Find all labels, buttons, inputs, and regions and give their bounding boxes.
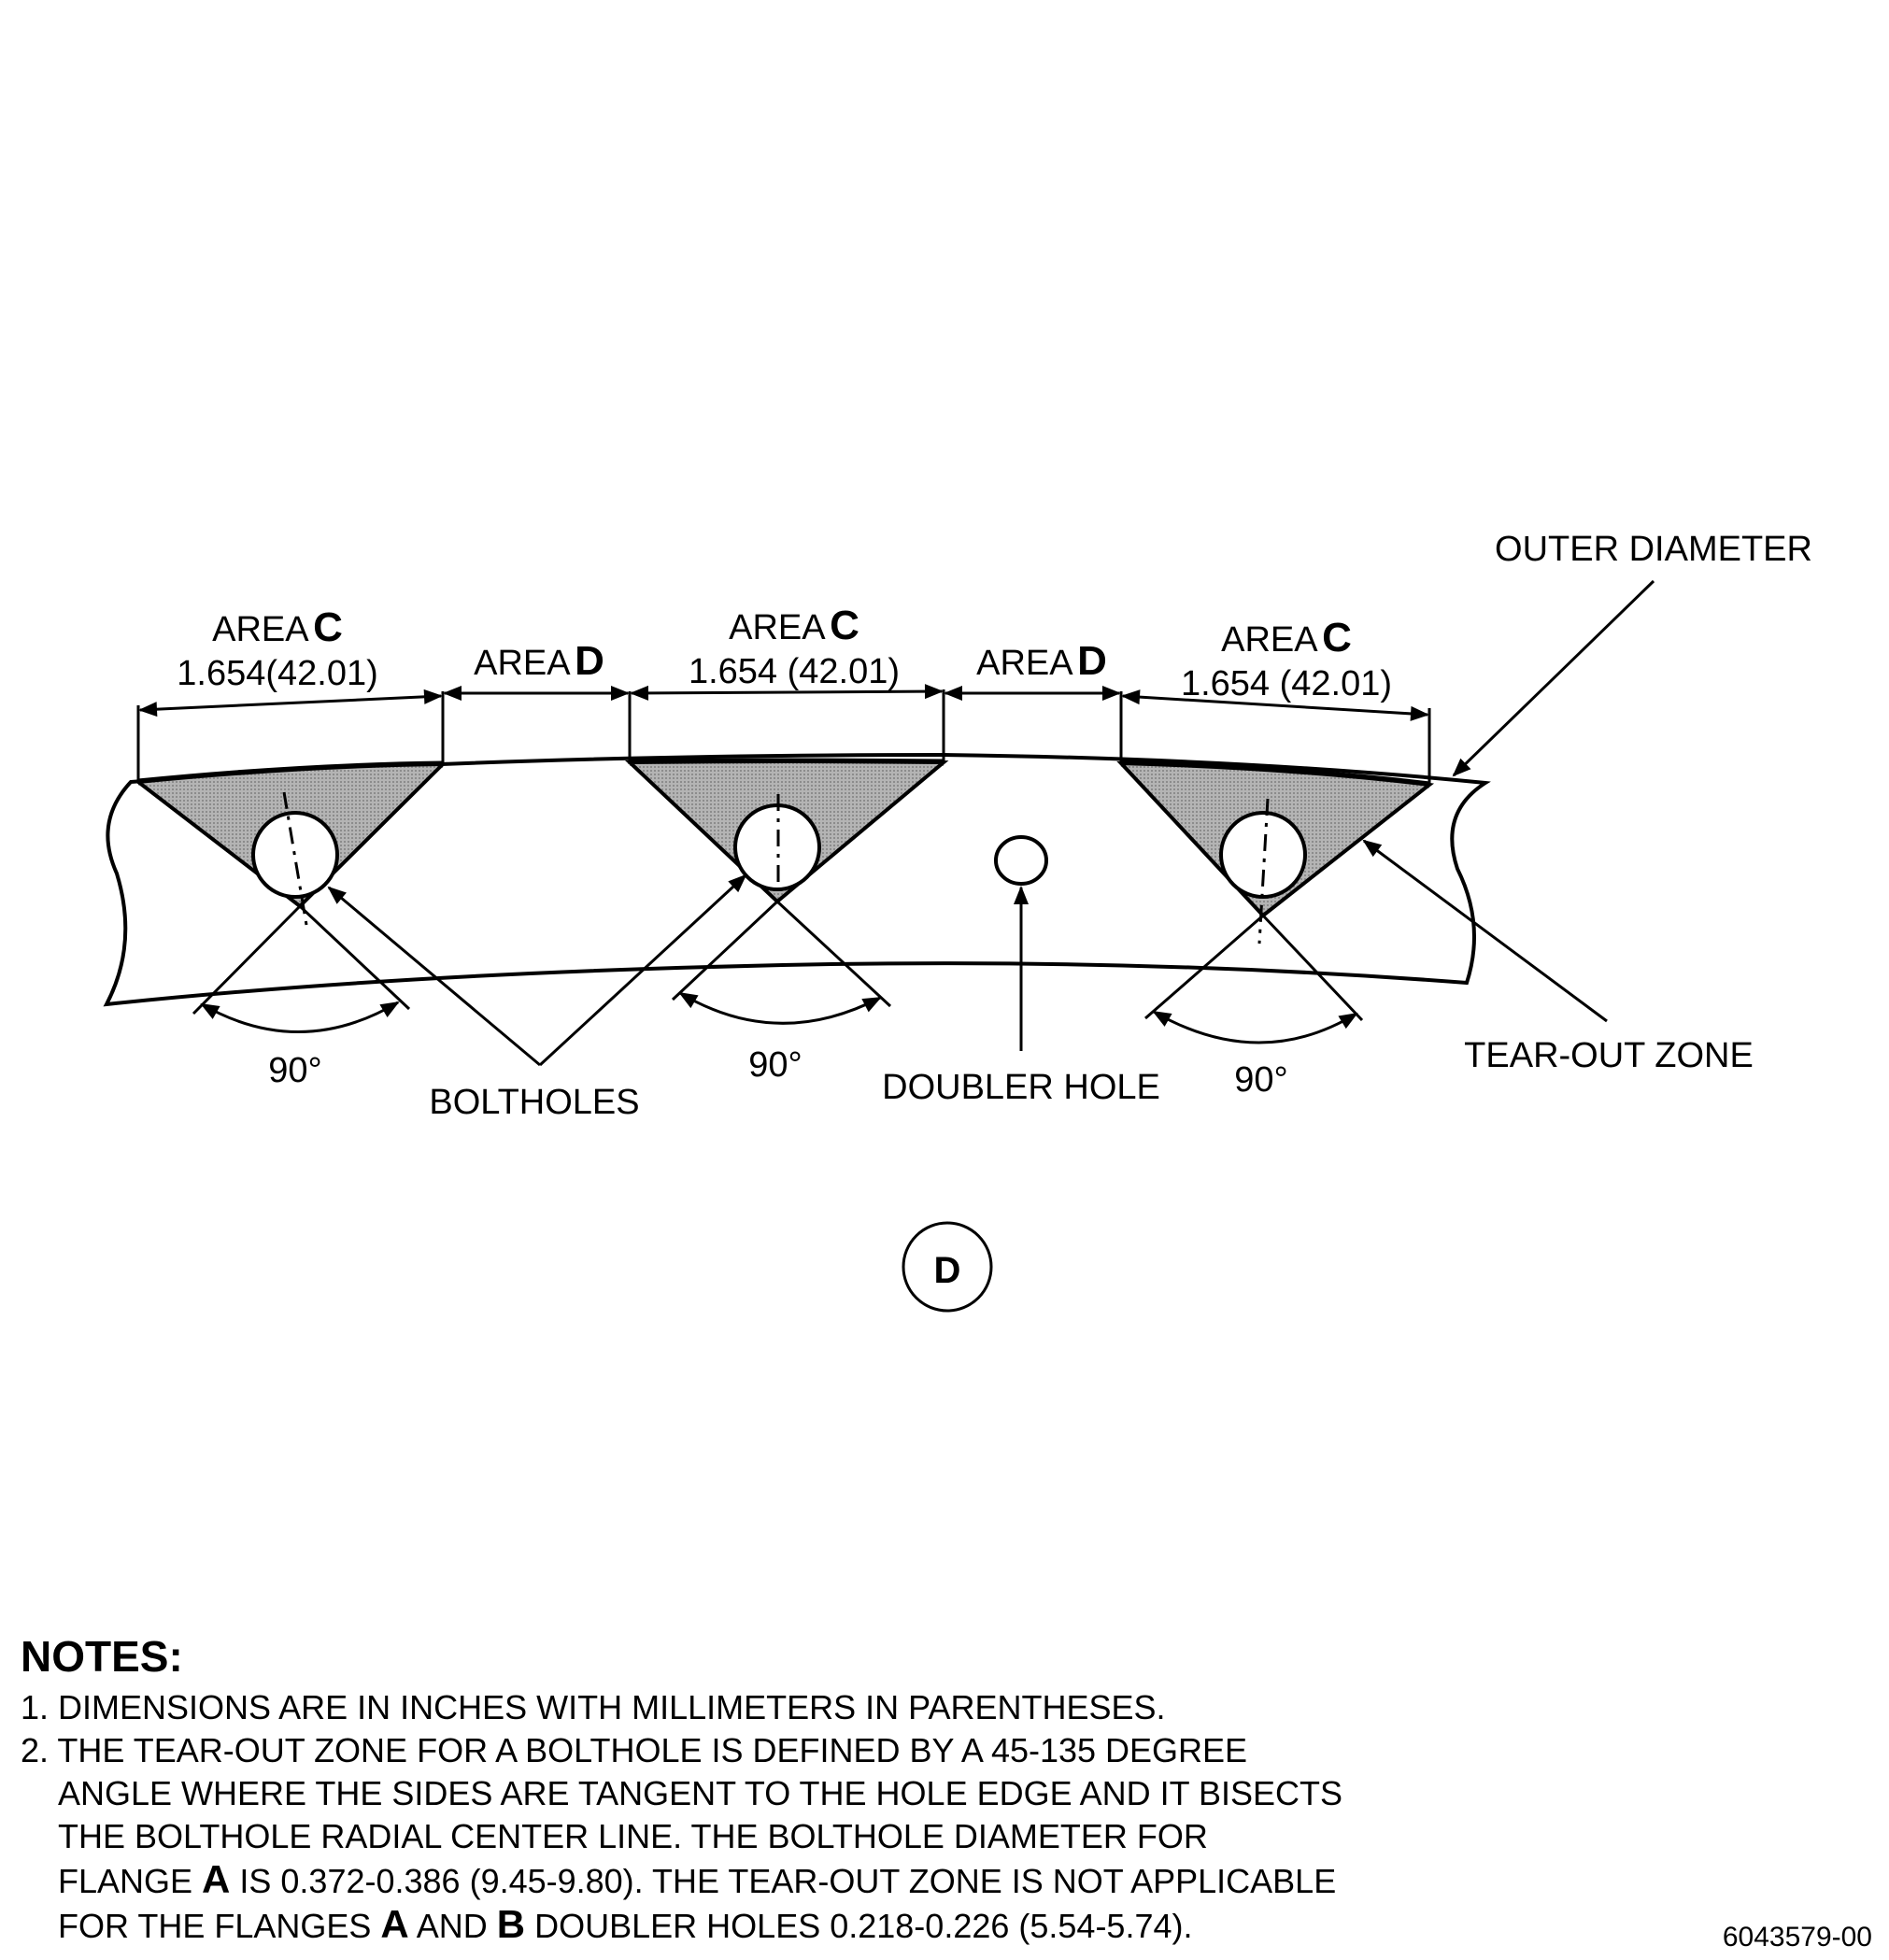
outer-diameter-label: OUTER DIAMETER (1495, 530, 1812, 569)
leader-tear-out-zone (1362, 839, 1608, 1023)
angle-arc-1 (200, 1001, 400, 1033)
angle-lines (192, 900, 1364, 1022)
angle-label-3: 90° (1234, 1060, 1287, 1100)
flange-a-letter: A (202, 1857, 231, 1901)
area-c-label-2: AREA C (729, 603, 859, 648)
note-2-line-5: FOR THE FLANGES A AND B DOUBLER HOLES 0.… (21, 1903, 1422, 1948)
center-line (282, 791, 308, 926)
note-2-line-4: FLANGE A IS 0.372-0.386 (9.45-9.80). THE… (21, 1858, 1422, 1903)
area-c-dimension-1: 1.654(42.01) (177, 654, 378, 693)
area-c-label-1: AREA C (212, 604, 343, 650)
area-d-label-1: AREA D (474, 638, 604, 684)
bolthole-1 (251, 811, 339, 899)
notes-title: NOTES: (21, 1632, 183, 1681)
flange-outline (103, 752, 1491, 1007)
angle-label-1: 90° (268, 1051, 321, 1090)
tear-out-zone-label: TEAR-OUT ZONE (1464, 1036, 1754, 1075)
notes-section: NOTES: 1. DIMENSIONS ARE IN INCHES WITH … (21, 1630, 1422, 1948)
area-d-label-2: AREA D (976, 638, 1107, 684)
flange-a-letter: A (380, 1902, 409, 1946)
note-text: DOUBLER HOLES 0.218-0.226 (5.54-5.74). (525, 1907, 1193, 1945)
angle-arc-2 (678, 991, 882, 1025)
note-2-line-1: 2. THE TEAR-OUT ZONE FOR A BOLTHOLE IS D… (21, 1731, 1248, 1769)
area-c-label-3: AREA C (1221, 615, 1352, 660)
note-text: FOR THE FLANGES (58, 1907, 381, 1945)
note-text: FLANGE (58, 1862, 203, 1900)
area-c-dimension-2: 1.654 (42.01) (689, 652, 900, 691)
angle-label-2: 90° (748, 1045, 802, 1085)
leader-bolthole-1 (327, 886, 541, 1067)
note-2-line-2: ANGLE WHERE THE SIDES ARE TANGENT TO THE… (58, 1774, 1343, 1812)
view-marker-circle (902, 1221, 993, 1313)
note-2-line-3: THE BOLTHOLE RADIAL CENTER LINE. THE BOL… (58, 1817, 1208, 1855)
area-c-dimension-3: 1.654 (42.01) (1181, 664, 1392, 703)
note-1: 1. DIMENSIONS ARE IN INCHES WITH MILLIME… (21, 1688, 1166, 1726)
dimension-extension-lines (136, 689, 1431, 785)
view-marker-letter: D (934, 1250, 961, 1291)
leader-outer-diameter (1452, 579, 1655, 777)
angle-arc-3 (1152, 1010, 1358, 1044)
doubler-hole-label: DOUBLER HOLE (882, 1068, 1160, 1107)
boltholes-label: BOLTHOLES (429, 1083, 639, 1122)
dimension-area-c-3 (1121, 689, 1429, 721)
drawing-id: 6043579-00 (1722, 1922, 1872, 1953)
doubler-hole (994, 835, 1048, 886)
dimension-area-c-1 (138, 689, 443, 717)
flange-b-letter: B (496, 1902, 526, 1946)
leader-bolthole-2 (538, 873, 747, 1067)
note-text: IS 0.372-0.386 (9.45-9.80). THE TEAR-OUT… (230, 1862, 1337, 1900)
note-text: AND (408, 1907, 497, 1945)
dimension-area-c-2 (630, 684, 944, 701)
